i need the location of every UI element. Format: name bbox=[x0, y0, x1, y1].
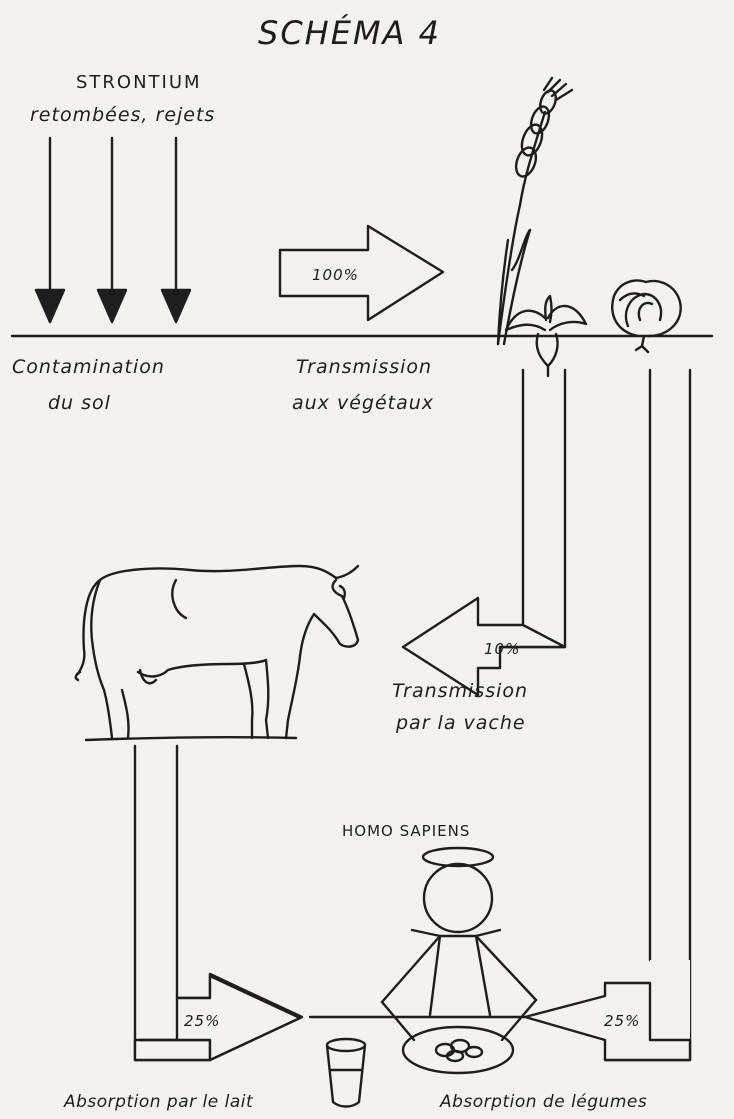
cow-icon bbox=[76, 566, 358, 740]
flow-line-veg-outer bbox=[605, 370, 690, 1060]
lettuce-icon bbox=[612, 281, 680, 352]
plate-icon bbox=[403, 1027, 513, 1073]
human-figure-icon bbox=[310, 848, 536, 1040]
plants-percent-label: 100% bbox=[312, 266, 359, 284]
plants-label-line2: aux végétaux bbox=[292, 392, 434, 414]
milk-label: Absorption par le lait bbox=[64, 1092, 253, 1112]
cow-label-line1: Transmission bbox=[392, 680, 528, 702]
diagram-title: SCHÉMA 4 bbox=[258, 14, 441, 52]
wheat-icon bbox=[498, 78, 572, 344]
milk-percent-label: 25% bbox=[184, 1012, 220, 1030]
human-label: HOMO SAPIENS bbox=[342, 822, 470, 840]
flow-line-return bbox=[500, 370, 565, 647]
vegetables-percent-label: 25% bbox=[604, 1012, 640, 1030]
soil-label-line1: Contamination bbox=[12, 356, 165, 378]
fallout-arrow-3 bbox=[162, 138, 190, 322]
fallout-arrow-1 bbox=[36, 138, 64, 322]
plants-label-line1: Transmission bbox=[296, 356, 432, 378]
cow-label-line2: par la vache bbox=[396, 712, 526, 734]
source-label-line1: STRONTIUM bbox=[76, 72, 202, 93]
vegetables-label: Absorption de légumes bbox=[440, 1092, 647, 1112]
milk-glass-icon bbox=[327, 1039, 365, 1107]
soil-label-line2: du sol bbox=[48, 392, 111, 414]
source-label-line2: retombées, rejets bbox=[30, 104, 215, 126]
fallout-arrow-2 bbox=[98, 138, 126, 322]
cow-percent-label: 10% bbox=[484, 640, 520, 658]
transfer-arrow-100 bbox=[280, 226, 443, 320]
flow-line-milk-inner bbox=[177, 746, 210, 998]
